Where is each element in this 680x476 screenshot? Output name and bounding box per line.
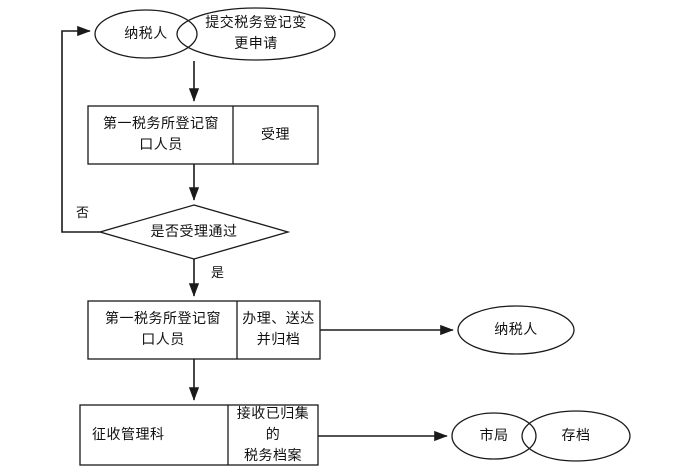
- office-staff-1-box[interactable]: [87, 105, 319, 165]
- office-staff-2-box[interactable]: [87, 300, 321, 360]
- decision-no-label: 否: [76, 206, 90, 221]
- collection-dept-box[interactable]: [79, 404, 319, 466]
- decision-yes-label: 是: [211, 266, 225, 281]
- edge-decision-no-loopback: [61, 25, 100, 233]
- taxpayer-end-shape[interactable]: [457, 305, 575, 355]
- archive-shape[interactable]: [521, 410, 631, 462]
- taxpayer-start-shape[interactable]: [94, 9, 198, 59]
- city-bureau-shape[interactable]: [451, 412, 537, 460]
- decision-accept-shape[interactable]: [97, 204, 291, 260]
- submit-request-shape[interactable]: [176, 7, 336, 61]
